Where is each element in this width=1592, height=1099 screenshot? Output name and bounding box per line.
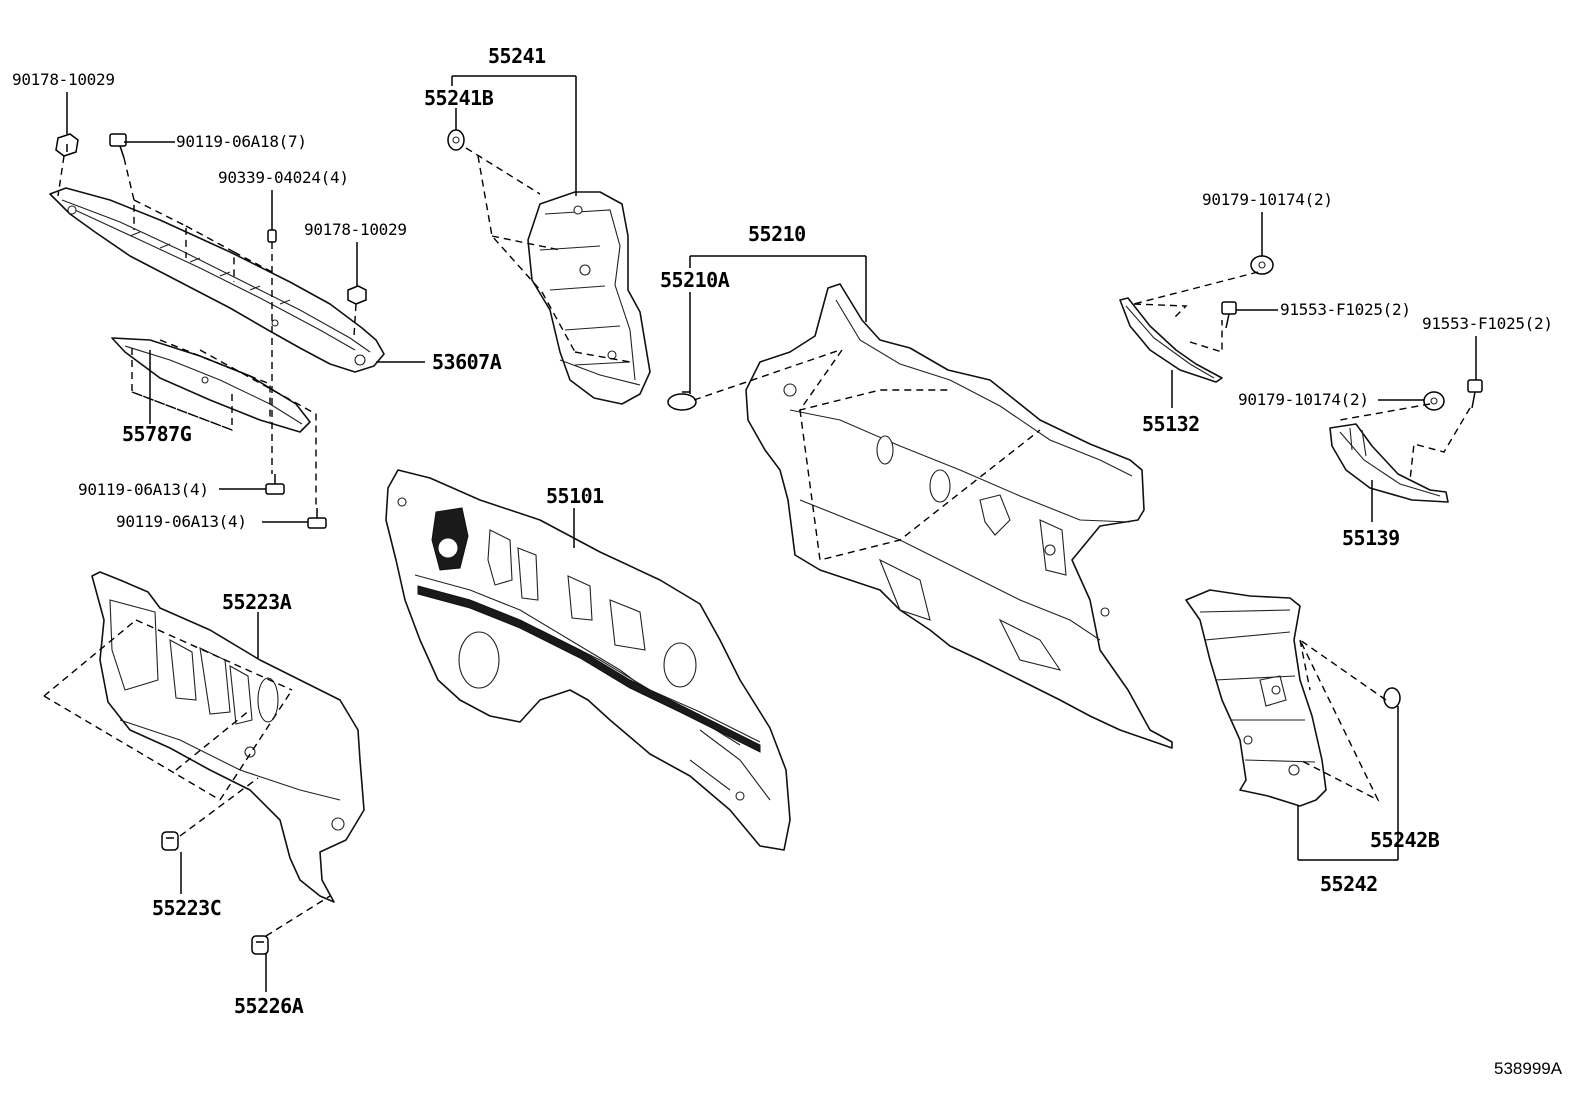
label-55132: 55132: [1142, 412, 1200, 436]
label-90119-06a13-a: 90119-06A13(4): [78, 480, 209, 499]
panel-55241: [527, 191, 651, 405]
label-90178-10029-mid: 90178-10029: [304, 220, 407, 239]
silencer-55210: [745, 283, 1173, 749]
clip-55226a: [251, 935, 269, 955]
label-90119-06a18: 90119-06A18(7): [176, 132, 307, 151]
label-55210a: 55210A: [660, 268, 730, 292]
label-55101: 55101: [546, 484, 604, 508]
clip-55242b: [1383, 687, 1401, 709]
label-55241: 55241: [488, 44, 546, 68]
fastener-90119-a13-a: [265, 474, 285, 495]
seal-55787g: [111, 337, 311, 433]
label-55242b: 55242B: [1370, 828, 1440, 852]
label-55241b: 55241B: [424, 86, 494, 110]
insulator-55132: [1119, 297, 1223, 383]
label-90179-10174-a: 90179-10174(2): [1202, 190, 1333, 209]
fastener-90178-mid: [347, 285, 367, 305]
label-90178-10029-top: 90178-10029: [12, 70, 115, 89]
label-91553-f1025-a: 91553-F1025(2): [1280, 300, 1411, 319]
insulator-55139: [1329, 423, 1449, 503]
label-55226a: 55226A: [234, 994, 304, 1018]
fastener-90339: [267, 229, 277, 243]
clip-55241b: [447, 129, 465, 151]
diagram-reference-number: 538999A: [1494, 1059, 1563, 1078]
label-55223a: 55223A: [222, 590, 292, 614]
dash-panel-55101: [385, 469, 791, 851]
nut-90179-b: [1423, 391, 1445, 411]
label-90339-04024: 90339-04024(4): [218, 168, 349, 187]
label-55223c: 55223C: [152, 896, 222, 920]
bolt-91553-a: [1221, 301, 1237, 329]
fastener-90119-a18: [109, 133, 127, 159]
bolt-55210a: [667, 391, 697, 411]
nut-90179-a: [1250, 255, 1274, 275]
clip-55223c: [161, 831, 179, 851]
label-55210: 55210: [748, 222, 806, 246]
panel-55242: [1185, 589, 1327, 807]
bolt-91553-b: [1467, 379, 1483, 409]
label-91553-f1025-b: 91553-F1025(2): [1422, 314, 1553, 333]
cowl-top-panel-53607a: [49, 187, 385, 373]
leader-lines: [66, 75, 1477, 992]
label-55139: 55139: [1342, 526, 1400, 550]
fastener-90119-a13-b: [307, 508, 327, 529]
silencer-55223a: [91, 571, 365, 903]
label-55787g: 55787G: [122, 422, 192, 446]
assembly-dashed-lines: [43, 147, 1471, 937]
label-90119-06a13-b: 90119-06A13(4): [116, 512, 247, 531]
label-90179-10174-b: 90179-10174(2): [1238, 390, 1369, 409]
label-55242: 55242: [1320, 872, 1378, 896]
label-53607a: 53607A: [432, 350, 502, 374]
fastener-90178-top: [55, 133, 79, 157]
